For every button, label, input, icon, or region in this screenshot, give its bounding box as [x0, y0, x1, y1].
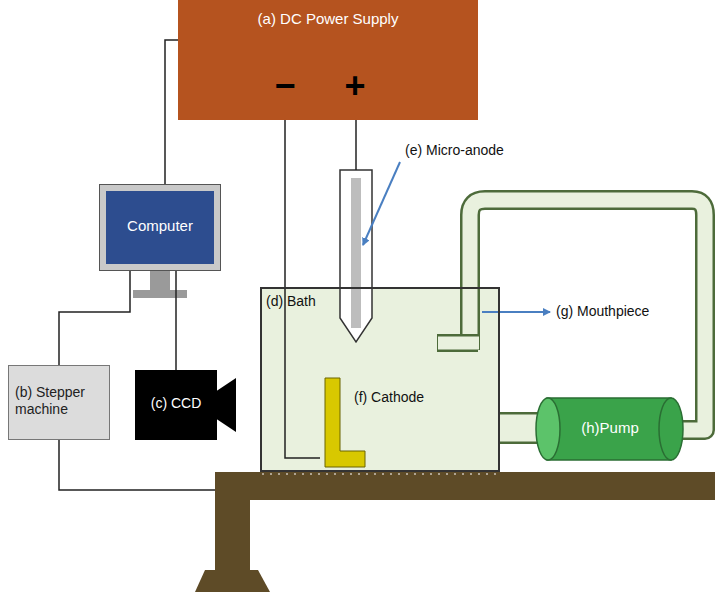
node-label: (a) DC Power Supply — [178, 10, 478, 28]
node-label: − — [270, 64, 300, 107]
pump: (h)Pump — [535, 395, 685, 463]
monitor-stand — [133, 290, 187, 298]
wire — [355, 118, 357, 170]
computer-monitor: Computer — [100, 185, 220, 270]
node-label: Computer — [110, 217, 210, 235]
callout-label: (e) Micro-anode — [405, 142, 504, 158]
node-label: (h)Pump — [545, 419, 675, 437]
wire — [59, 440, 215, 490]
leader-arrow — [482, 311, 550, 313]
monitor-stand — [150, 270, 170, 290]
node-label: (b) Stepper machine — [15, 384, 103, 418]
node-label: (f) Cathode — [354, 389, 446, 406]
node-label: (c) CCD — [139, 395, 213, 412]
ccd-camera: (c) CCD — [135, 370, 217, 440]
wire — [59, 270, 130, 365]
power-supply: (a) DC Power Supply −+ — [178, 0, 478, 120]
node-label: (d) Bath — [266, 293, 346, 310]
camera-lens — [215, 378, 236, 432]
micro-anode — [340, 170, 372, 342]
stage — [195, 472, 715, 592]
node-label: + — [340, 64, 370, 107]
leader-arrow — [363, 162, 400, 245]
cathode: (f) Cathode — [320, 375, 450, 470]
wire — [285, 120, 320, 458]
stepper-box: (b) Stepper machine — [8, 365, 110, 440]
callout-label: (g) Mouthpiece — [556, 303, 649, 319]
wire — [175, 270, 177, 370]
bath-tank: (d) Bath (f) Cathode — [260, 287, 500, 472]
wire — [165, 40, 178, 185]
pipe — [437, 200, 705, 430]
